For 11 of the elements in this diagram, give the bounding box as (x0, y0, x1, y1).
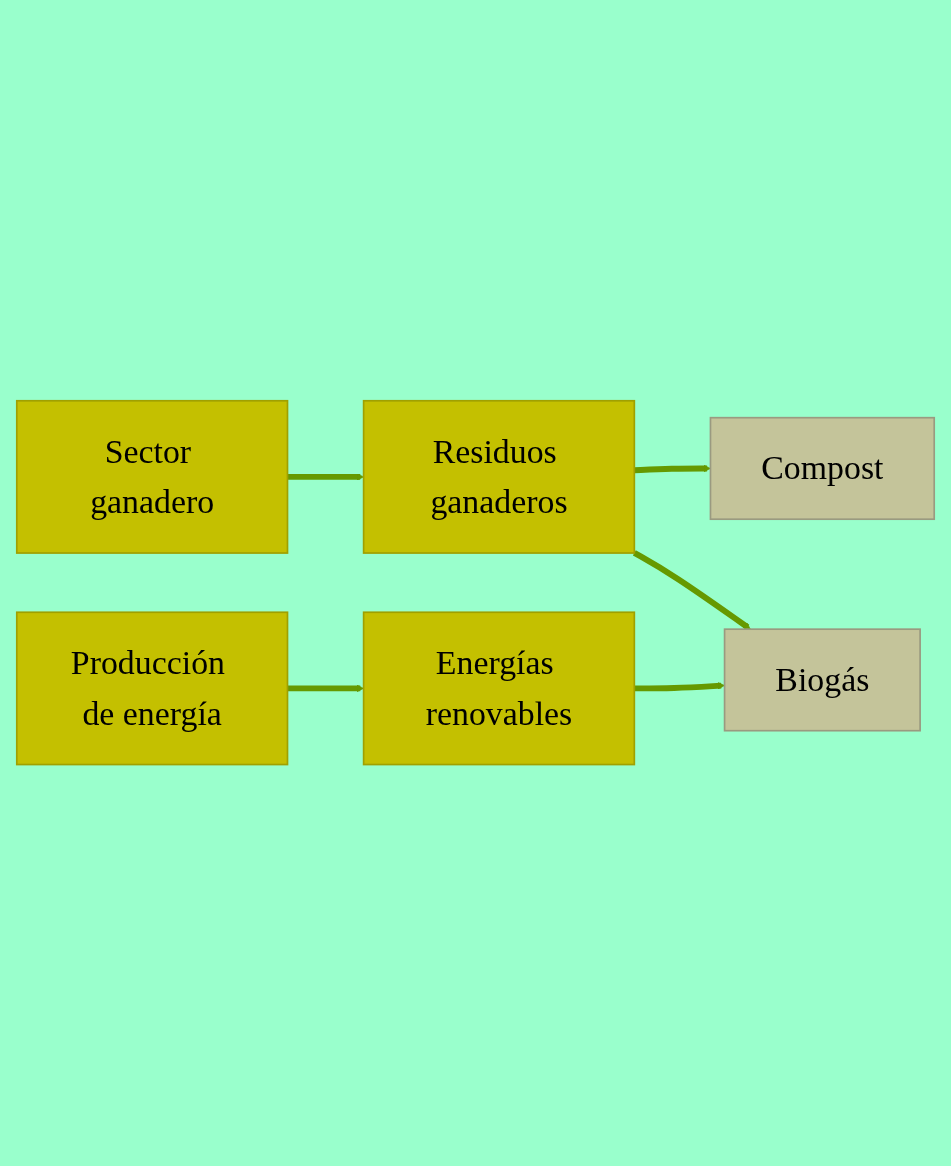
arrow (634, 682, 725, 692)
node-box: Energías renovables (362, 611, 636, 766)
node-box: Residuos ganaderos (362, 400, 636, 555)
arrow (632, 550, 751, 630)
arrow (287, 685, 364, 693)
arrow (634, 465, 711, 474)
arrow (287, 473, 364, 481)
node-box: Biogás (723, 628, 921, 732)
node-box: Compost (709, 417, 936, 521)
node-box: Producción de energía (15, 611, 289, 766)
node-box: Sector ganadero (15, 400, 289, 555)
